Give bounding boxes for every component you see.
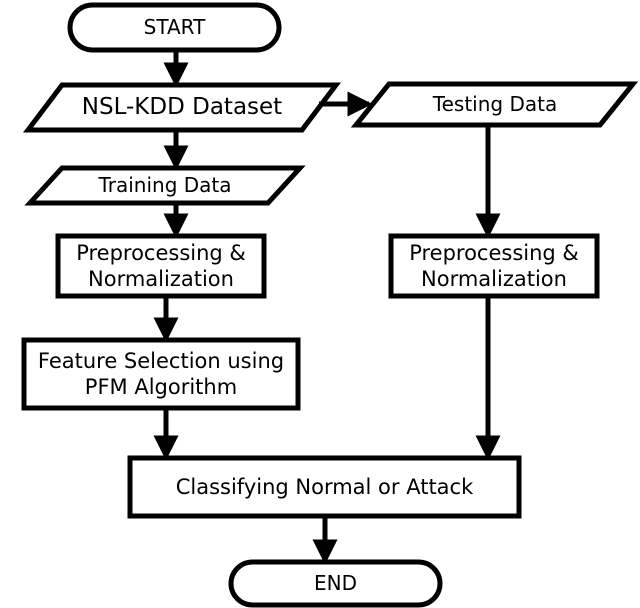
- testing-data-label: Testing Data: [432, 92, 558, 116]
- preprocess-test-box: [388, 233, 600, 299]
- classify-box: [127, 455, 522, 519]
- preprocess-test-line2: Normalization: [421, 267, 567, 291]
- feature-selection-label: Feature Selection using PFM Algorithm: [24, 340, 298, 408]
- start-label: START: [143, 15, 206, 39]
- preprocess-train-label: Preprocessing & Normalization: [58, 236, 264, 296]
- training-data-label: Training Data: [98, 173, 232, 197]
- dataset-label: NSL-KDD Dataset: [81, 94, 283, 121]
- preprocess-train-box: [55, 233, 267, 299]
- feature-selection-line1: Feature Selection using: [37, 348, 285, 373]
- classify-label: Classifying Normal or Attack: [175, 474, 474, 499]
- preprocess-test-label: Preprocessing & Normalization: [391, 236, 597, 296]
- preprocess-train-line1: Preprocessing &: [76, 240, 246, 265]
- feature-selection-line2: PFM Algorithm: [84, 375, 238, 399]
- feature-selection-box: [21, 337, 301, 411]
- preprocess-train-line2: Normalization: [88, 267, 234, 291]
- end-label: END: [314, 571, 357, 595]
- dataset-io-shape: [22, 82, 342, 133]
- preprocess-test-line1: Preprocessing &: [409, 240, 579, 265]
- training-data-io-shape: [24, 165, 306, 206]
